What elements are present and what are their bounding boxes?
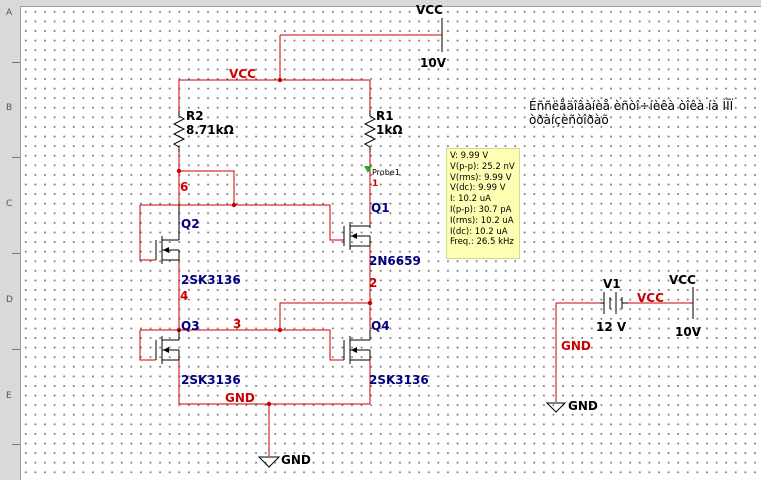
title-note[interactable]: Èññëåäîâàíèå èñòî÷íèêà òîêà íà ÌÎÏ òðàíç… — [529, 99, 734, 127]
node3-wire[interactable] — [139, 300, 373, 361]
r1-name: R1 — [376, 109, 394, 123]
probe-marker-icon[interactable] — [364, 166, 372, 173]
q1-part: 2N6659 — [369, 254, 421, 268]
v1-vcc-net: VCC — [637, 291, 664, 305]
probe-line: V(p-p): 25.2 nV — [450, 161, 515, 172]
mosfet-q1[interactable] — [343, 222, 371, 330]
probe-line: I: 10.2 uA — [450, 194, 491, 205]
resistor-r1[interactable] — [363, 110, 377, 228]
resistor-r2[interactable] — [172, 110, 186, 205]
battery-v1[interactable] — [555, 287, 694, 402]
ruler-tick — [12, 62, 20, 63]
gnd-bottom-label: GND — [281, 453, 311, 467]
ruler-row-c: C — [6, 199, 13, 209]
probe-line: I(rms): 10.2 uA — [450, 215, 514, 226]
probe-line: I(p-p): 30.7 pA — [450, 204, 512, 215]
node6-wire[interactable] — [139, 168, 344, 261]
r2-name: R2 — [186, 109, 204, 123]
probe-line: I(dc): 10.2 uA — [450, 226, 508, 237]
probe-line: V: 9.99 V — [450, 151, 489, 161]
mosfet-q2[interactable] — [155, 205, 180, 330]
q2-part: 2SK3136 — [181, 273, 241, 287]
ground-v1-icon[interactable] — [545, 402, 567, 413]
node6-label: 6 — [180, 180, 188, 194]
vcc-rail-wire[interactable] — [178, 77, 371, 110]
node4-label: 4 — [180, 289, 188, 303]
dot-grid — [21, 7, 761, 480]
ruler-tick — [12, 444, 20, 445]
ruler-row-b: B — [6, 103, 13, 113]
probe-line: Freq.: 26.5 kHz — [450, 237, 514, 248]
row-ruler — [0, 0, 21, 480]
ruler-row-d: D — [6, 295, 13, 305]
probe-node-label: 1 — [372, 179, 378, 189]
q2-name: Q2 — [181, 217, 200, 231]
v1-vcc-value: 10V — [675, 325, 702, 339]
gnd-rail-wire[interactable] — [179, 401, 370, 456]
q1-name: Q1 — [371, 201, 390, 215]
probe-line: V(dc): 9.99 V — [450, 183, 506, 194]
node3-label: 3 — [233, 317, 241, 331]
gnd-rail-label: GND — [225, 391, 255, 405]
ground-bottom-icon[interactable] — [257, 456, 281, 468]
probe-line: V(rms): 9.99 V — [450, 172, 512, 183]
mosfet-q4[interactable] — [343, 330, 371, 404]
vcc-top-value: 10V — [420, 56, 447, 70]
vcc-top-port[interactable] — [279, 18, 443, 80]
probe-readout[interactable]: V: 9.99 V V(p-p): 25.2 nV V(rms): 9.99 V… — [446, 148, 520, 259]
v1-gnd-net: GND — [561, 339, 591, 353]
r2-value: 8.71kΩ — [186, 123, 234, 137]
ruler-row-a: A — [6, 8, 13, 18]
node2-label: 2 — [369, 276, 377, 290]
ruler-row-e: E — [6, 391, 12, 401]
ruler-tick — [12, 157, 20, 158]
v1-value: 12 V — [596, 320, 627, 334]
ruler-tick — [12, 349, 20, 350]
v1-gnd-symbol: GND — [568, 399, 598, 413]
q3-name: Q3 — [181, 319, 200, 333]
vcc-top-label: VCC — [416, 3, 443, 17]
mosfet-q3[interactable] — [155, 330, 180, 404]
column-ruler — [20, 0, 761, 7]
v1-name: V1 — [603, 277, 621, 291]
ruler-tick — [12, 253, 20, 254]
r1-value: 1kΩ — [376, 123, 403, 137]
q4-part: 2SK3136 — [369, 373, 429, 387]
v1-vcc-port: VCC — [669, 273, 696, 287]
q4-name: Q4 — [371, 319, 390, 333]
q3-part: 2SK3136 — [181, 373, 241, 387]
vcc-rail-label: VCC — [229, 67, 256, 81]
probe-name: Probe1 — [372, 168, 400, 177]
